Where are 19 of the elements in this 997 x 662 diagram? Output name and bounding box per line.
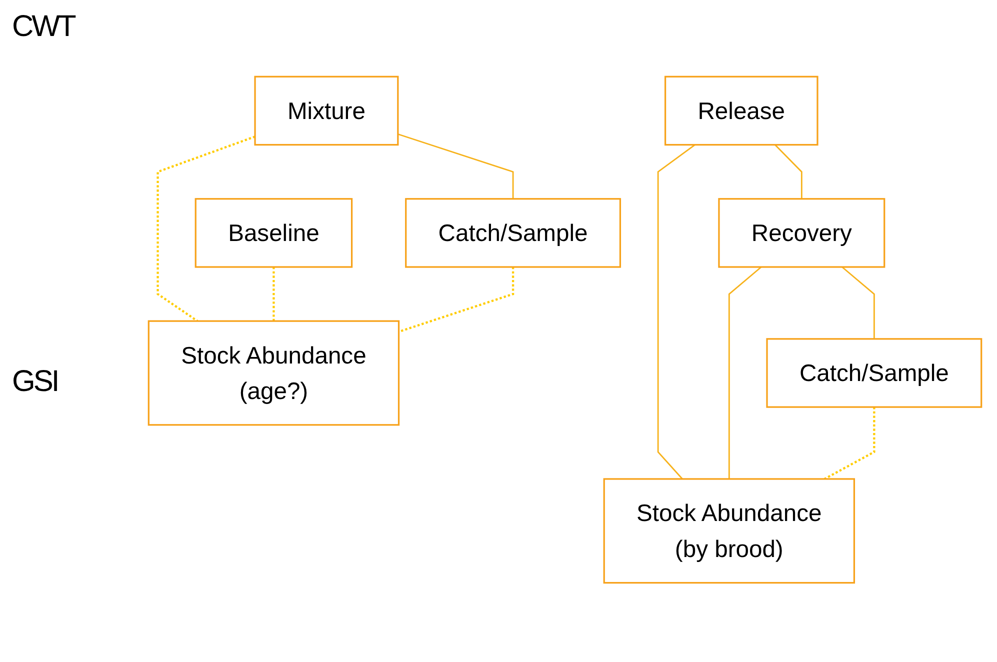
connector	[398, 134, 514, 200]
connector	[774, 144, 802, 200]
connector	[728, 266, 762, 480]
node-box: Catch/Sample	[405, 198, 622, 268]
connector	[842, 266, 875, 340]
node-box: Stock Abundance (by brood)	[603, 478, 855, 584]
node-box: Release	[664, 76, 818, 146]
connector	[657, 144, 696, 480]
node-box: Stock Abundance (age?)	[148, 320, 400, 426]
node-box: Catch/Sample	[766, 338, 982, 408]
connector	[398, 267, 514, 334]
section-label: GSI	[12, 365, 58, 399]
connector	[272, 267, 275, 322]
section-label: CWT	[12, 10, 74, 44]
node-box: Recovery	[718, 198, 886, 268]
node-box: Baseline	[194, 198, 353, 268]
connector	[824, 407, 876, 480]
node-box: Mixture	[254, 76, 399, 146]
connector	[156, 136, 256, 322]
